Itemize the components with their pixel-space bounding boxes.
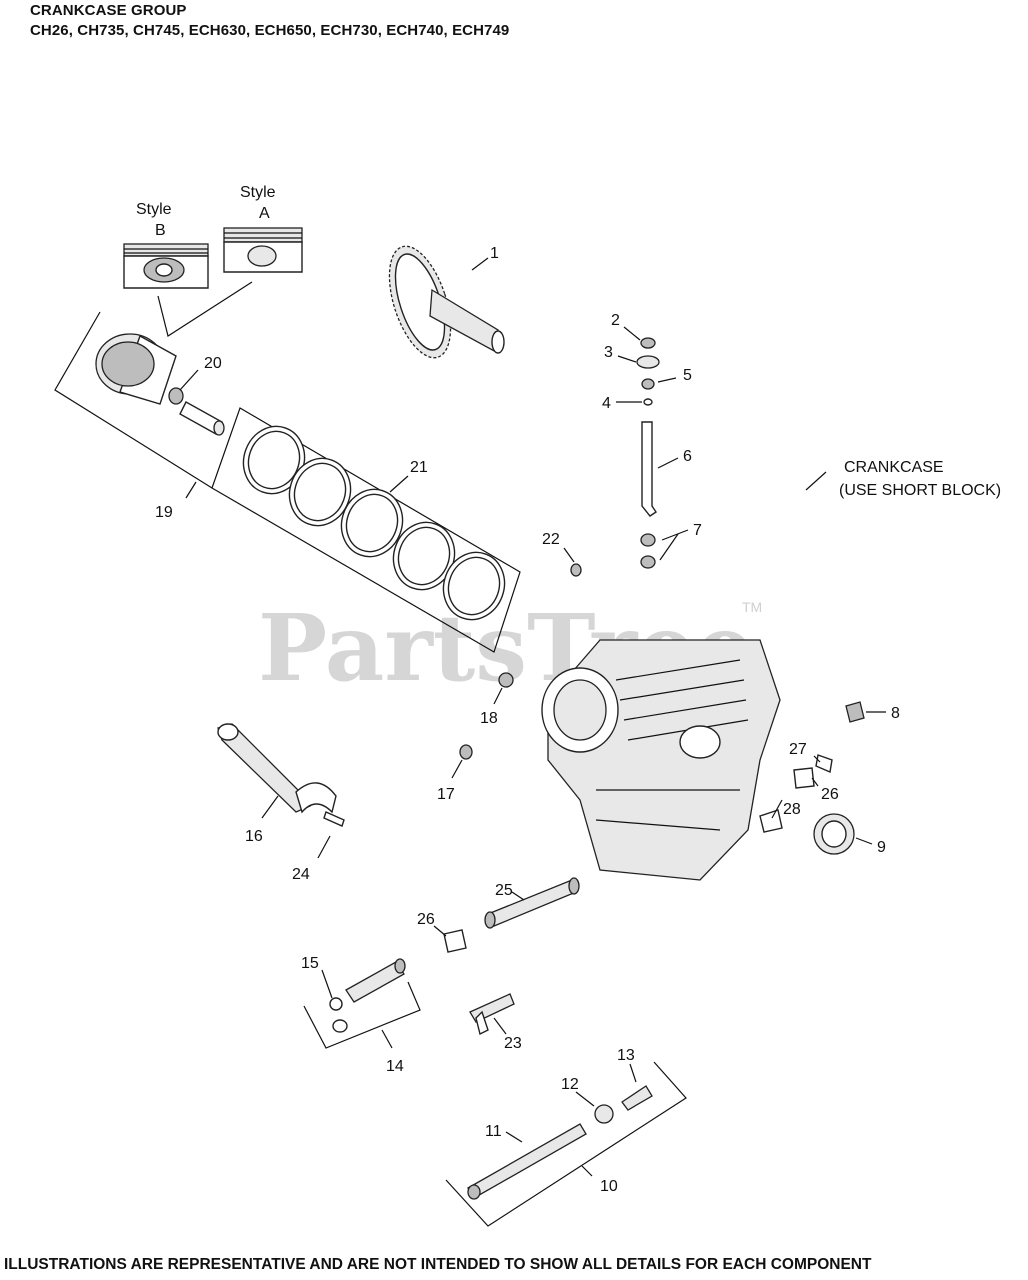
camshaft xyxy=(388,245,505,359)
footer-disclaimer: ILLUSTRATIONS ARE REPRESENTATIVE AND ARE… xyxy=(4,1256,872,1273)
callout-10: 10 xyxy=(600,1178,618,1195)
style-b-letter: B xyxy=(155,222,166,239)
piston xyxy=(95,333,177,405)
piston-rings xyxy=(242,425,506,621)
watermark-tm: TM xyxy=(742,599,762,615)
style-a-label: Style xyxy=(240,184,276,201)
piston-style-a xyxy=(223,227,303,273)
callout-16: 16 xyxy=(245,828,263,845)
callout-8: 8 xyxy=(891,705,900,722)
callout-15: 15 xyxy=(301,955,319,972)
right-side-parts xyxy=(459,672,865,855)
crankcase-block xyxy=(541,639,781,881)
part-14-bracket xyxy=(303,981,421,1049)
callout-7: 7 xyxy=(693,522,702,539)
piston-rings-box xyxy=(211,407,521,653)
oil-shaft xyxy=(443,877,580,953)
callout-20: 20 xyxy=(204,355,222,372)
callout-12: 12 xyxy=(561,1076,579,1093)
callout-6: 6 xyxy=(683,448,692,465)
style-leader xyxy=(157,281,253,337)
callout-2: 2 xyxy=(611,312,620,329)
callout-22: 22 xyxy=(542,531,560,548)
diagram-title: CRANKCASE GROUP xyxy=(30,2,187,19)
part-10-bracket xyxy=(445,1061,687,1227)
callout-17: 17 xyxy=(437,786,455,803)
crankcase-note-line2: (USE SHORT BLOCK) xyxy=(839,482,1001,499)
callout-3: 3 xyxy=(604,344,613,361)
style-a-letter: A xyxy=(259,205,270,222)
callout-25: 25 xyxy=(495,882,513,899)
callout-14: 14 xyxy=(386,1058,404,1075)
callout-26-left: 26 xyxy=(417,911,435,928)
callout-19: 19 xyxy=(155,504,173,521)
style-b-label: Style xyxy=(136,201,172,218)
callout-28: 28 xyxy=(783,801,801,818)
callout-1: 1 xyxy=(490,245,499,262)
callout-23: 23 xyxy=(504,1035,522,1052)
callout-13: 13 xyxy=(617,1047,635,1064)
fitting-23 xyxy=(469,993,515,1036)
callout-11: 11 xyxy=(485,1123,502,1140)
connecting-rod xyxy=(217,723,345,827)
crankcase-note-line1: CRANKCASE xyxy=(844,459,944,476)
callout-27: 27 xyxy=(789,741,807,758)
valve-parts xyxy=(570,337,660,577)
oil-fitting-14 xyxy=(329,958,406,1033)
oil-line xyxy=(467,1085,653,1200)
leader-lines xyxy=(179,257,886,1177)
callout-9: 9 xyxy=(877,839,886,856)
callout-21: 21 xyxy=(410,459,428,476)
callout-26-right: 26 xyxy=(821,786,839,803)
exploded-parts-diagram: PartsTree TM Style B Style A xyxy=(54,184,1001,1227)
piston-pin xyxy=(168,387,225,436)
callout-24: 24 xyxy=(292,866,310,883)
piston-style-b xyxy=(123,243,209,289)
callout-5: 5 xyxy=(683,367,692,384)
callout-4: 4 xyxy=(602,395,611,412)
piston-group-bracket xyxy=(54,311,213,489)
model-list: CH26, CH735, CH745, ECH630, ECH650, ECH7… xyxy=(30,22,510,39)
callout-18: 18 xyxy=(480,710,498,727)
